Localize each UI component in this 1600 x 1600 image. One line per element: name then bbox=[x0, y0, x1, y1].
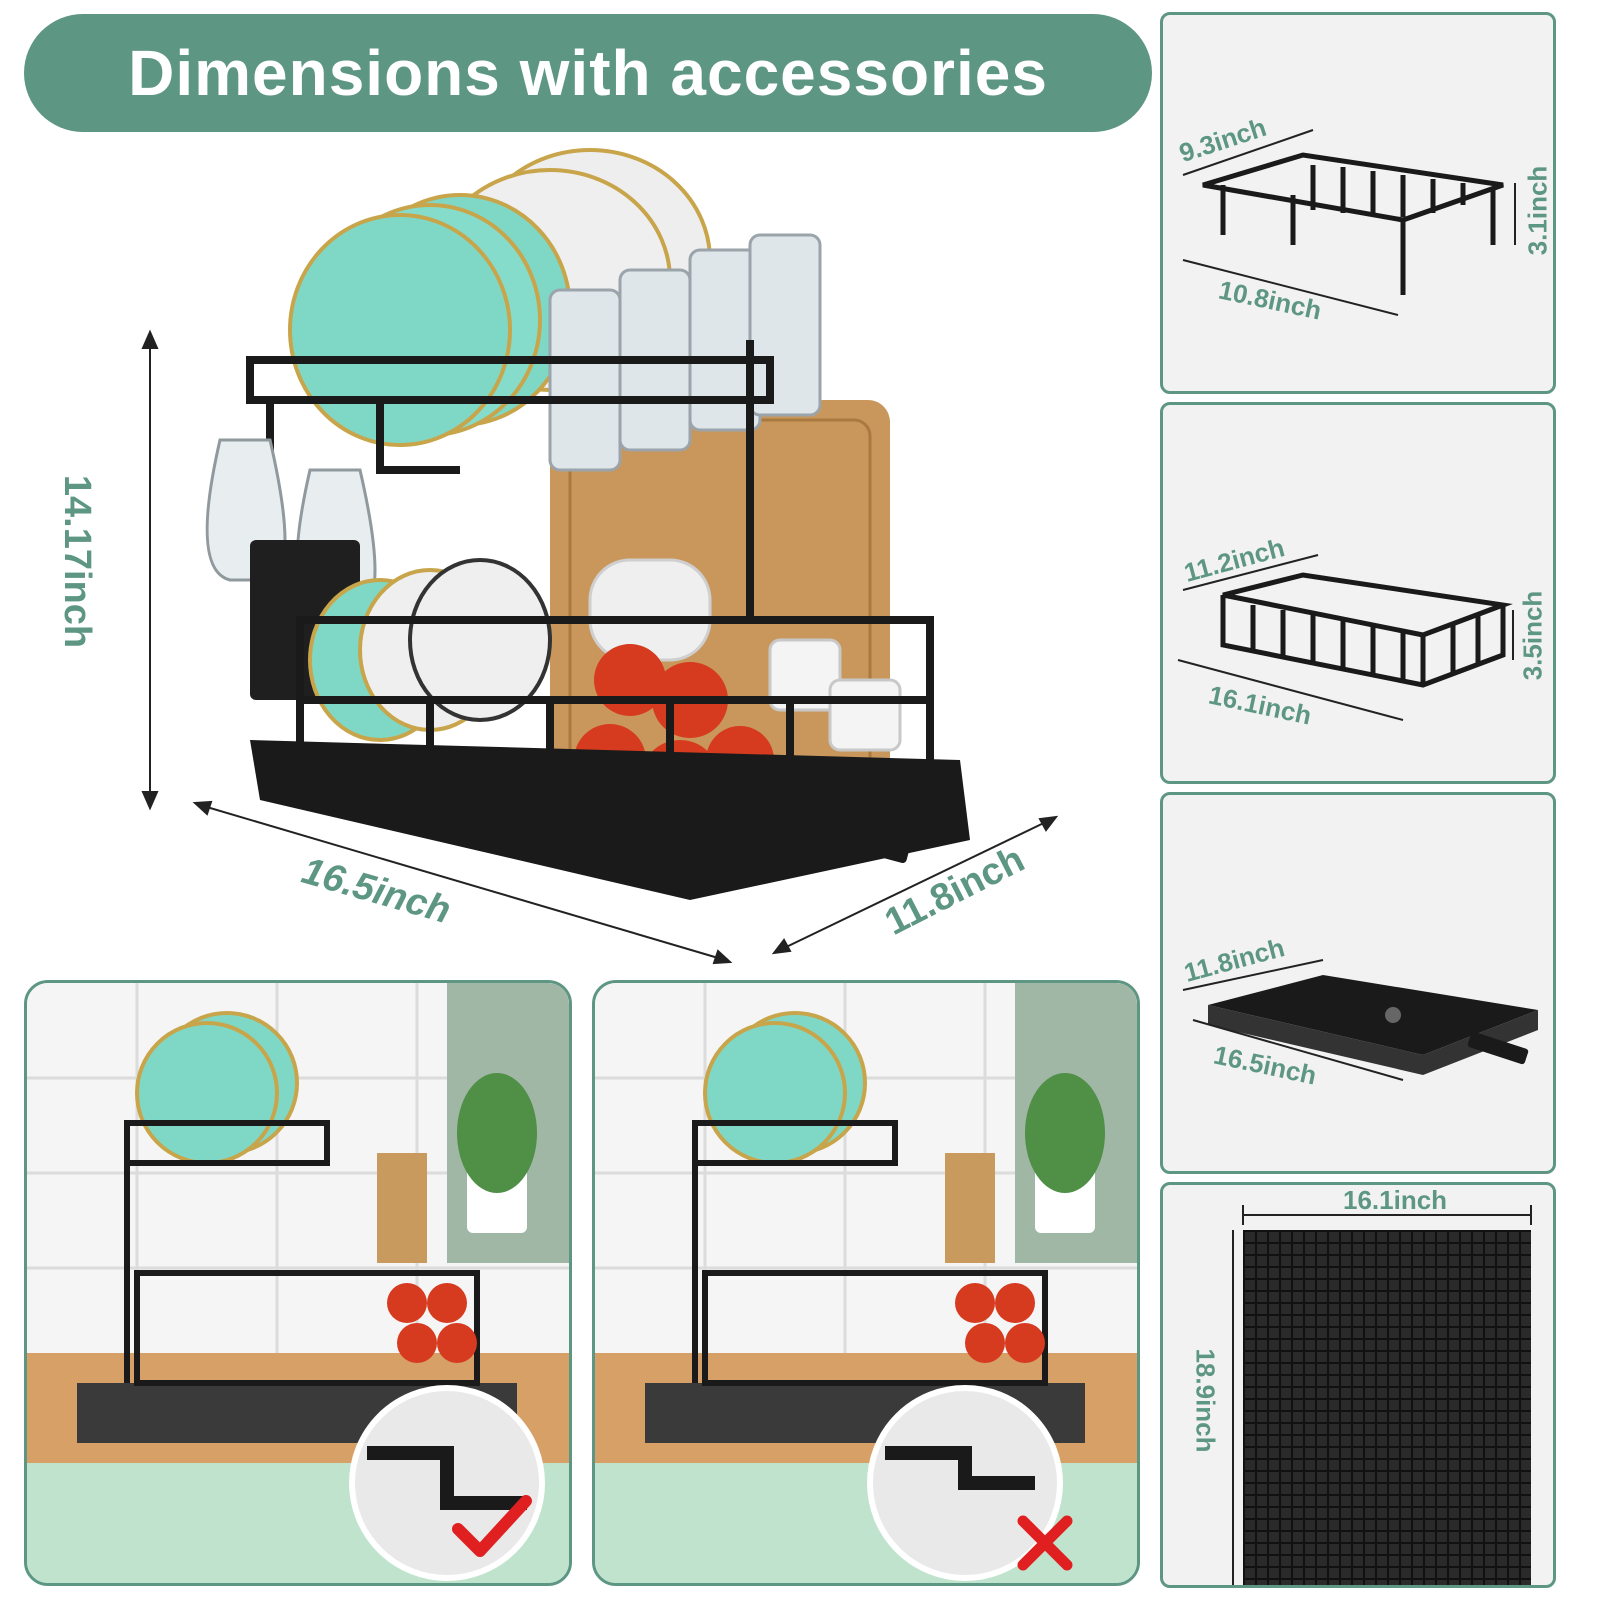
kitchen-scene-correct bbox=[27, 983, 569, 1583]
tray-icon bbox=[1208, 975, 1538, 1075]
wrong-placement-scene bbox=[592, 980, 1140, 1586]
drain-spout bbox=[829, 820, 911, 864]
mat-card: 16.1inch 18.9inch bbox=[1160, 1182, 1556, 1588]
check-mark-icon bbox=[452, 1495, 532, 1557]
height-dimension-label: 14.17inch bbox=[56, 474, 99, 649]
mat-width-label: 16.1inch bbox=[1343, 1185, 1448, 1215]
basket-height-label: 3.5inch bbox=[1517, 590, 1548, 681]
page-title: Dimensions with accessories bbox=[128, 37, 1048, 109]
top-rack-dimension-lines bbox=[1182, 129, 1516, 316]
main-rack-illustration bbox=[205, 148, 970, 900]
mat-dimension-lines bbox=[1232, 1205, 1532, 1585]
top-rack-card: 9.3inch 10.8inch 3.1inch bbox=[1160, 12, 1556, 394]
dimension-lines bbox=[141, 329, 1059, 965]
drying-mat bbox=[1243, 1230, 1531, 1585]
drip-tray bbox=[250, 740, 970, 900]
top-rack-height-label: 3.1inch bbox=[1522, 165, 1553, 256]
x-mark-icon bbox=[1017, 1515, 1073, 1571]
basket-dimension-lines bbox=[1177, 554, 1514, 721]
mat-length-label: 18.9inch bbox=[1190, 1348, 1221, 1453]
correct-placement-scene bbox=[24, 980, 572, 1586]
basket-card: 11.2inch 16.1inch 3.5inch bbox=[1160, 402, 1556, 784]
tray-dimension-lines bbox=[1182, 959, 1404, 1081]
kitchen-scene-wrong bbox=[595, 983, 1137, 1583]
top-rack-icon bbox=[1202, 152, 1504, 295]
basket-icon bbox=[1220, 572, 1513, 688]
tray-card: 11.8inch 16.5inch bbox=[1160, 792, 1556, 1174]
title-banner: Dimensions with accessories bbox=[24, 14, 1152, 132]
